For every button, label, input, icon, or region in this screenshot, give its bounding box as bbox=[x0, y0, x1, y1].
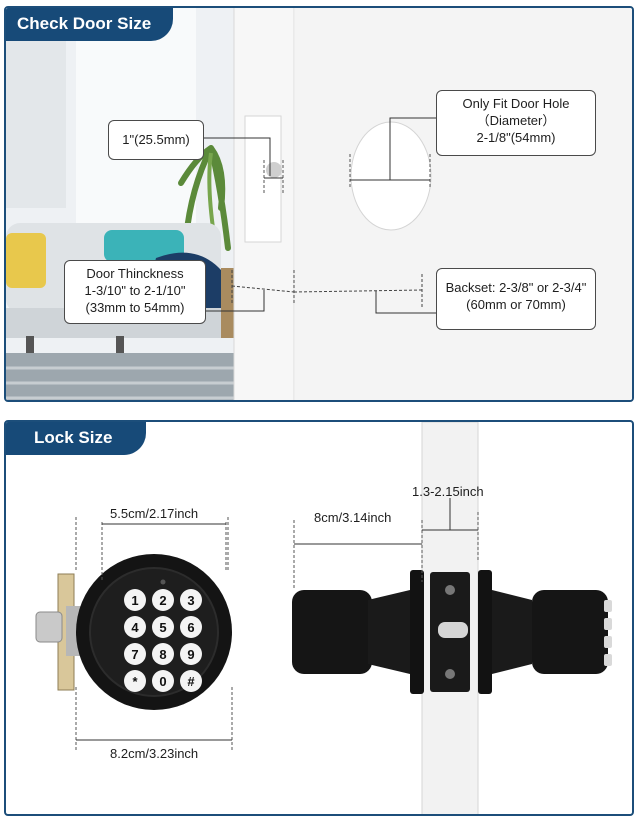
inner-knob bbox=[532, 590, 608, 674]
door-thickness-label-line2: 1-3/10" to 2-1/10" bbox=[84, 283, 186, 298]
lock-size-title: Lock Size bbox=[6, 422, 147, 455]
door-hole-label-line2: （Diameter） bbox=[476, 113, 556, 128]
latch-plate-cutout bbox=[244, 115, 282, 243]
keypad-camera-dot bbox=[160, 579, 166, 585]
keypad-key[interactable]: 7 bbox=[124, 643, 146, 665]
knob-length-dimension: 8cm/3.14inch bbox=[314, 510, 392, 525]
door-thickness-callout: Door Thinckness 1-3/10" to 2-1/10" (33mm… bbox=[64, 260, 206, 324]
keypad-key[interactable]: 6 bbox=[180, 616, 202, 638]
door-hole-label-line3: 2-1/8"(54mm) bbox=[476, 130, 556, 145]
backset-label-line2: (60mm or 70mm) bbox=[466, 297, 566, 312]
rug bbox=[6, 353, 236, 400]
door-size-panel: Check Door Size bbox=[4, 6, 634, 402]
keypad-key[interactable]: 5 bbox=[152, 616, 174, 638]
door-scene-illustration bbox=[6, 8, 632, 400]
lock-size-panel: Lock Size bbox=[4, 420, 634, 816]
latch-hole bbox=[266, 162, 282, 178]
door-hole-label-line1: Only Fit Door Hole bbox=[462, 96, 570, 111]
keypad-key[interactable]: 1 bbox=[124, 589, 146, 611]
keypad-key[interactable]: 2 bbox=[152, 589, 174, 611]
door-thickness-label-line3: (33mm to 54mm) bbox=[85, 300, 185, 315]
door-face bbox=[295, 8, 632, 400]
door-range-dimension: 1.3-2.15inch bbox=[412, 484, 484, 499]
door-size-title: Check Door Size bbox=[6, 8, 174, 41]
door-hole bbox=[350, 121, 432, 231]
lock-illustration bbox=[35, 422, 612, 814]
latch-width-callout: 1"(25.5mm) bbox=[108, 120, 204, 160]
door-hole-callout: Only Fit Door Hole （Diameter） 2-1/8"(54m… bbox=[436, 90, 596, 156]
keypad-key[interactable]: # bbox=[180, 670, 202, 692]
battery-cells bbox=[604, 600, 612, 666]
keypad-key[interactable]: 9 bbox=[180, 643, 202, 665]
latch-assembly bbox=[35, 573, 84, 691]
latch-width-label: 1"(25.5mm) bbox=[122, 132, 190, 147]
rose-diameter-dimension: 8.2cm/3.23inch bbox=[110, 746, 199, 761]
door-thickness-label-line1: Door Thinckness bbox=[86, 266, 184, 281]
window-light bbox=[76, 8, 196, 228]
keypad-width-dimension: 5.5cm/2.17inch bbox=[110, 506, 199, 521]
keypad-key[interactable]: * bbox=[124, 670, 146, 692]
backset-callout: Backset: 2-3/8" or 2-3/4" (60mm or 70mm) bbox=[436, 268, 596, 330]
outer-knob bbox=[292, 590, 372, 674]
back-wall bbox=[6, 8, 66, 208]
keypad-key[interactable]: 4 bbox=[124, 616, 146, 638]
backset-label-line1: Backset: 2-3/8" or 2-3/4" bbox=[445, 280, 587, 295]
keypad-key[interactable]: 8 bbox=[152, 643, 174, 665]
keypad-key[interactable]: 0 bbox=[152, 670, 174, 692]
keypad-key[interactable]: 3 bbox=[180, 589, 202, 611]
